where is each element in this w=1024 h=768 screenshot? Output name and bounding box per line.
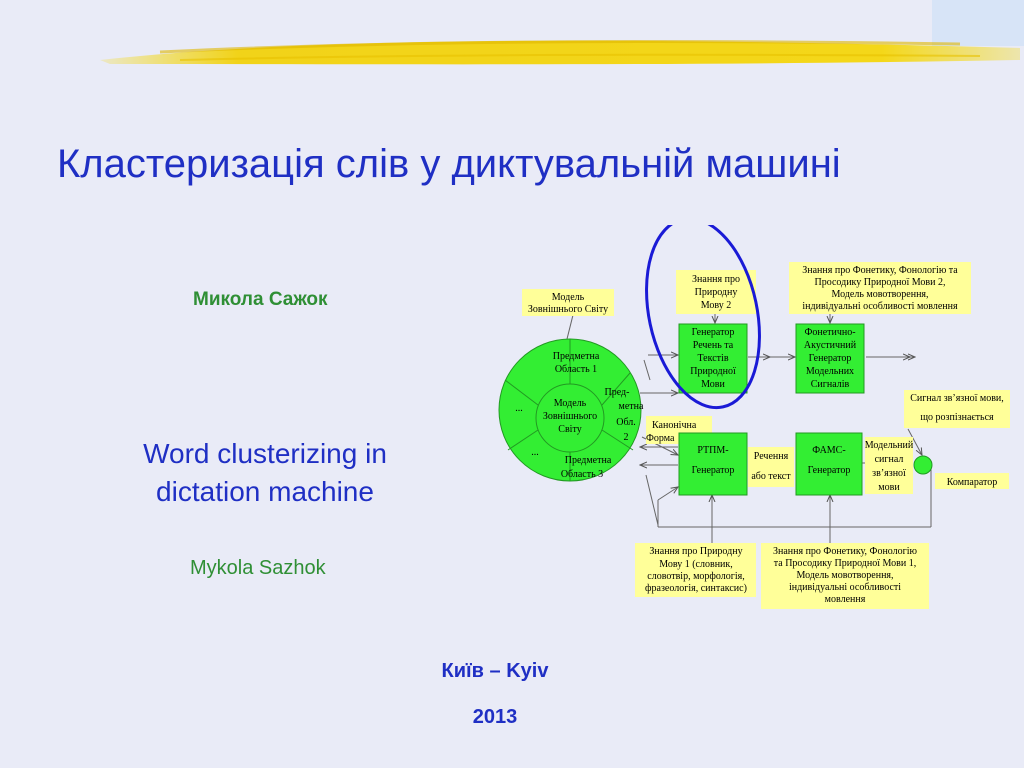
model-signal-label: Модельний сигнал зв’язної мови <box>865 437 914 494</box>
comparator-label: Компаратор <box>935 473 1009 489</box>
label-text: Модель <box>552 292 585 303</box>
label-text: Знання про Природну <box>649 546 742 557</box>
label-text: або текст <box>751 471 791 482</box>
label-text: Знання про Фонетику, Фонологію <box>773 546 918 557</box>
box-text: Мови <box>701 379 725 390</box>
subtitle-en-line: dictation machine <box>156 476 374 507</box>
label-text: Речення <box>754 451 789 462</box>
box-text: РТПМ- <box>697 445 728 456</box>
highlight-ellipse <box>645 225 761 410</box>
circle-area3-text: Предметна <box>565 455 612 466</box>
label-text: зв’язної <box>872 468 906 479</box>
corner-accent <box>932 0 1024 46</box>
label-text: фразеологія, синтаксис) <box>645 583 747 594</box>
label-text: мови <box>878 482 900 493</box>
knowledge-lang1-label: Знання про Природну Мову 1 (словник, сло… <box>635 543 756 597</box>
label-text: Модель мовотворення, <box>796 570 893 581</box>
label-text: Форма <box>646 433 675 444</box>
label-text: Мову 2 <box>701 300 732 311</box>
box-text: Генератор <box>808 465 851 476</box>
comparator-node <box>913 455 933 475</box>
label-text: Знання про Фонетику, Фонологію та <box>802 265 958 276</box>
label-text: Компаратор <box>947 477 998 488</box>
box-text: Генератор <box>692 327 735 338</box>
label-text: мовлення <box>825 594 866 605</box>
author-name-ua: Микола Сажок <box>193 289 328 310</box>
box-text: Природної <box>690 366 736 377</box>
label-text: Зовнішнього Світу <box>528 304 608 315</box>
world-model-label: Модель Зовнішнього Світу <box>522 289 614 316</box>
label-text: Сигнал зв’язної мови, <box>910 393 1004 404</box>
label-text: сигнал <box>875 454 904 465</box>
sentences-label: Речення або текст <box>748 447 794 487</box>
circle-area1-text: Область 1 <box>555 364 597 375</box>
label-text: що розпізнається <box>920 412 994 423</box>
subtitle-en: Word clusterizing in dictation machine <box>100 435 430 511</box>
rtpm-generator-box: РТПМ- Генератор <box>678 432 748 496</box>
knowledge-phon1-label: Знання про Фонетику, Фонологію та Просод… <box>761 543 929 609</box>
slide-title: Кластеризація слів у диктувальній машині <box>57 142 841 186</box>
circle-area3-text: Область 3 <box>561 469 603 480</box>
system-diagram: Модель Зовнішнього Світу Знання про Прир… <box>498 225 1010 609</box>
phonetic-generator-box: Фонетично- Акустичний Генератор Модельни… <box>795 323 865 394</box>
circle-dots-left: ... <box>515 403 523 414</box>
knowledge-phon2-label: Знання про Фонетику, Фонологію та Просод… <box>789 262 971 314</box>
city-label: Київ – Kyiv <box>441 660 549 682</box>
label-text: Канонічна <box>652 420 697 431</box>
circle-center-text: Світу <box>558 424 581 435</box>
box-text: Генератор <box>809 353 852 364</box>
box-text: Речень та <box>693 340 734 351</box>
subtitle-en-line: Word clusterizing in <box>143 438 387 469</box>
label-text: Мову 1 (словник, <box>659 559 733 570</box>
label-text: Модель мовотворення, <box>831 289 928 300</box>
circle-area1-text: Предметна <box>553 351 600 362</box>
circle-area2-text: 2 <box>624 432 629 443</box>
circle-area2-text: Обл. <box>616 417 636 428</box>
text-generator-box: Генератор Речень та Текстів Природної Мо… <box>678 323 748 394</box>
box-text: Текстів <box>697 353 728 364</box>
knowledge-lang2-label: Знання про Природну Мову 2 <box>676 270 756 314</box>
label-text: та Просодику Природної Мови 1, <box>774 558 916 569</box>
circle-dots-bottom: ... <box>531 447 539 458</box>
label-text: Просодику Природної Мови 2, <box>815 277 946 288</box>
circle-area2-text: метна <box>619 401 644 412</box>
box-text: Фонетично- <box>804 327 855 338</box>
label-text: словотвір, морфологія, <box>647 571 744 582</box>
world-model-circle: Предметна Область 1 Модель Зовнішнього С… <box>498 338 644 482</box>
label-text: Природну <box>695 287 738 298</box>
input-signal-label: Сигнал зв’язної мови, що розпізнається <box>904 390 1010 428</box>
brush-stroke-decoration <box>100 40 1020 65</box>
year-label: 2013 <box>472 706 518 728</box>
circle-center-text: Зовнішнього <box>543 411 597 422</box>
label-text: індивідуальні особливості мовлення <box>802 301 958 312</box>
label-text: Модельний <box>865 440 914 451</box>
box-text: ФАМС- <box>812 445 845 456</box>
label-text: індивідуальні особливості <box>789 582 901 593</box>
author-name-en: Mykola Sazhok <box>190 557 326 579</box>
box-text: Модельних <box>806 366 854 377</box>
box-text: Генератор <box>692 465 735 476</box>
fams-generator-box: ФАМС- Генератор <box>795 432 863 496</box>
circle-area2-text: Пред- <box>605 387 630 398</box>
box-text: Сигналів <box>811 379 850 390</box>
label-text: Знання про <box>692 274 740 285</box>
box-text: Акустичний <box>804 340 857 351</box>
circle-center-text: Модель <box>554 398 587 409</box>
